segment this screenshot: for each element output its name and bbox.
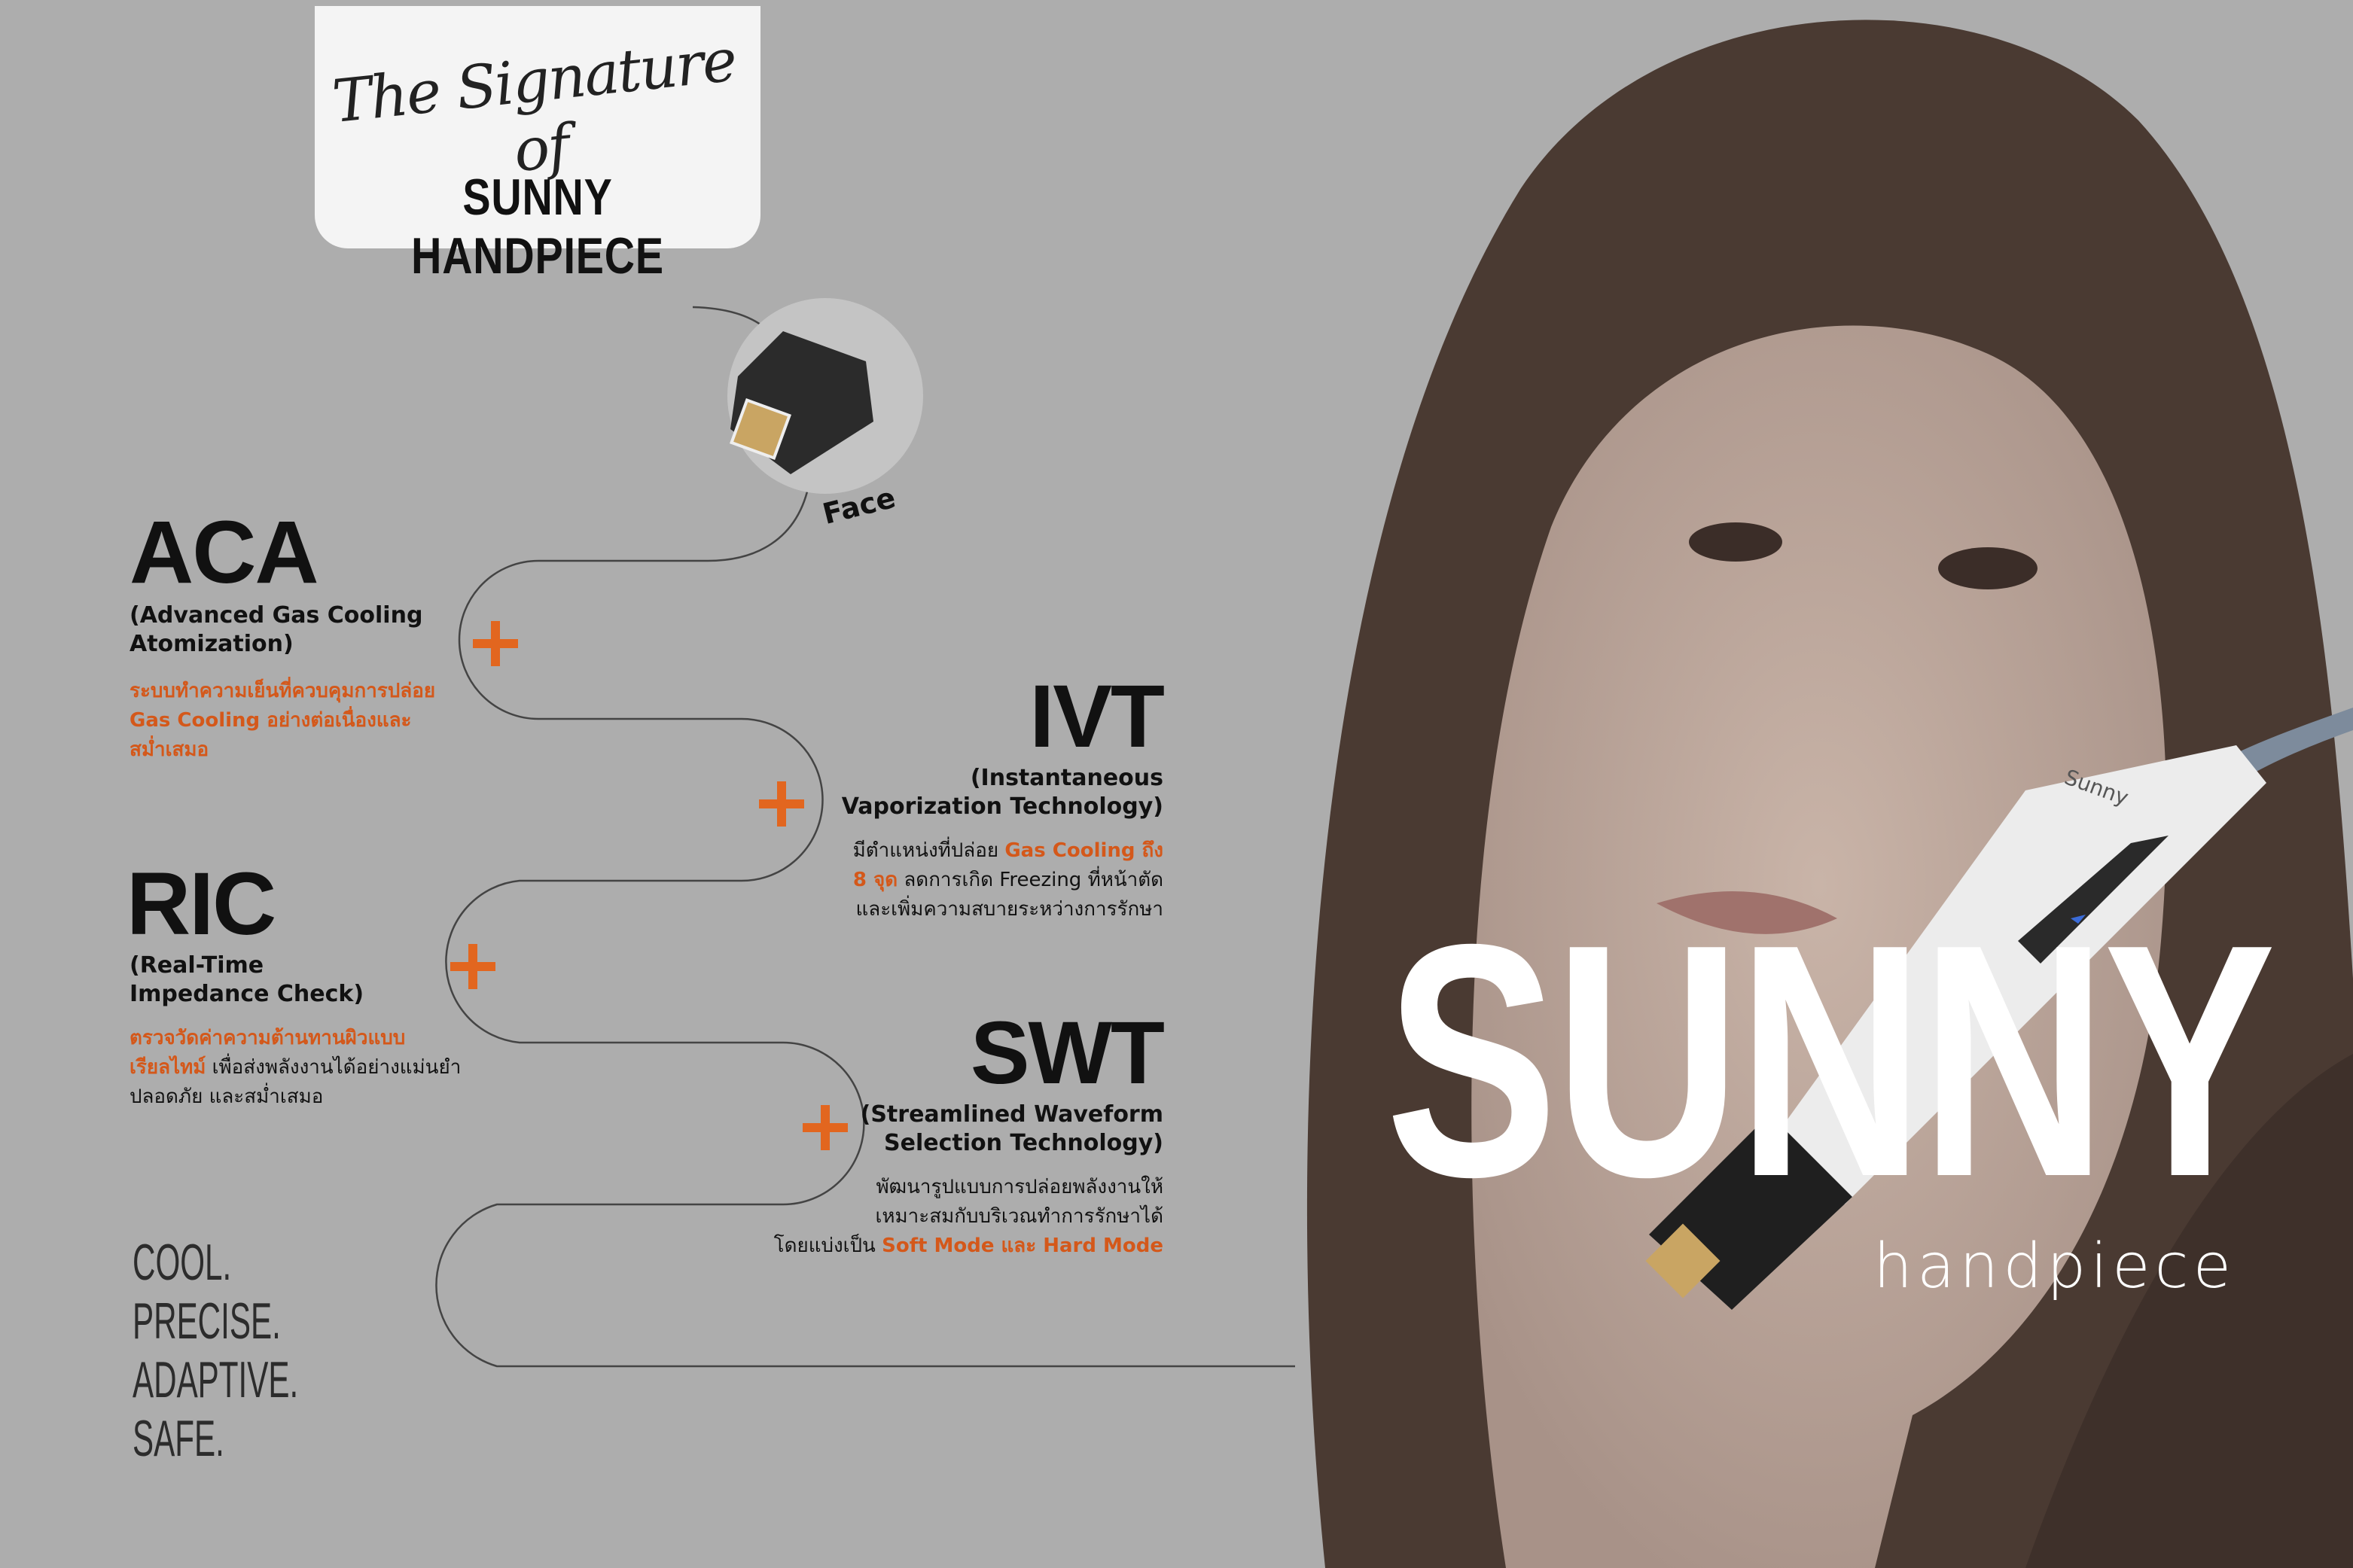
brand-subtitle: handpiece — [1873, 1231, 2236, 1302]
handpiece-device-image: Sunny — [1645, 708, 2353, 1310]
page-title: SUNNY HANDPIECE — [411, 169, 664, 285]
model-photo — [1306, 20, 2353, 1568]
feature-abbr: IVT — [1029, 667, 1165, 766]
feature-description: มีตำแหน่งที่ปล่อย Gas Cooling ถึง 8 จุด … — [852, 839, 1163, 921]
motto-item: SAFE. — [133, 1410, 224, 1467]
face-tip-image — [729, 331, 873, 474]
motto-item: ADAPTIVE. — [133, 1351, 299, 1408]
title-card: The Signature of SUNNY HANDPIECE — [315, 6, 760, 285]
plus-icon — [759, 781, 804, 827]
feature-abbr: RIC — [126, 854, 276, 954]
feature-description: พัฒนารูปแบบการปล่อยพลังงานให้ เหมาะสมกับ… — [773, 1176, 1163, 1257]
feature-abbr: SWT — [970, 1003, 1165, 1103]
feature-abbr: ACA — [130, 503, 319, 602]
brand-wordmark: SUNNY — [1385, 876, 2276, 1246]
plus-icon — [450, 944, 495, 989]
motto-item: PRECISE. — [133, 1292, 281, 1350]
motto-list: COOL. PRECISE. ADAPTIVE. SAFE. — [133, 1233, 400, 1468]
feature-description: ตรวจวัดค่าความต้านทานผิวแบบ เรียลไทม์ เพ… — [130, 1027, 462, 1108]
motto-item: COOL. — [133, 1234, 232, 1291]
plus-icon — [803, 1105, 848, 1150]
plus-icon — [473, 621, 518, 666]
